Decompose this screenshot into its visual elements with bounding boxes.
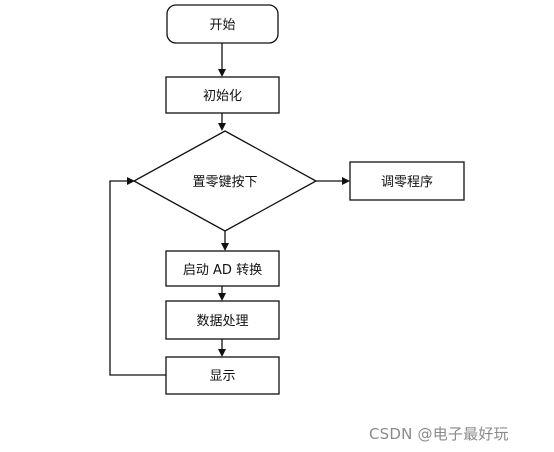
watermark-text: CSDN @电子最好玩 (369, 425, 509, 443)
start-label: 开始 (209, 18, 235, 33)
arrow-start-to-init (218, 43, 226, 77)
arrow-process-to-display (218, 339, 226, 357)
decision-label: 置零键按下 (192, 175, 257, 190)
decision-node: 置零键按下 (132, 130, 318, 232)
init-label: 初始化 (203, 89, 242, 104)
display-node: 显示 (165, 356, 280, 395)
arrow-loop-back (109, 177, 166, 376)
arrow-decision-to-start-ad (221, 231, 229, 251)
arrow-start-ad-to-process (218, 286, 226, 301)
zero-program-node: 调零程序 (349, 161, 465, 201)
start-node: 开始 (166, 4, 279, 44)
display-label: 显示 (209, 369, 235, 384)
arrow-init-to-decision (218, 113, 226, 131)
start-ad-node: 启动 AD 转换 (165, 250, 280, 287)
process-node: 数据处理 (165, 300, 280, 340)
zero-program-label: 调零程序 (381, 175, 433, 190)
process-label: 数据处理 (196, 314, 248, 329)
start-ad-label: 启动 AD 转换 (183, 263, 262, 278)
init-node: 初始化 (165, 76, 280, 114)
arrow-decision-to-zero-program (316, 177, 350, 185)
